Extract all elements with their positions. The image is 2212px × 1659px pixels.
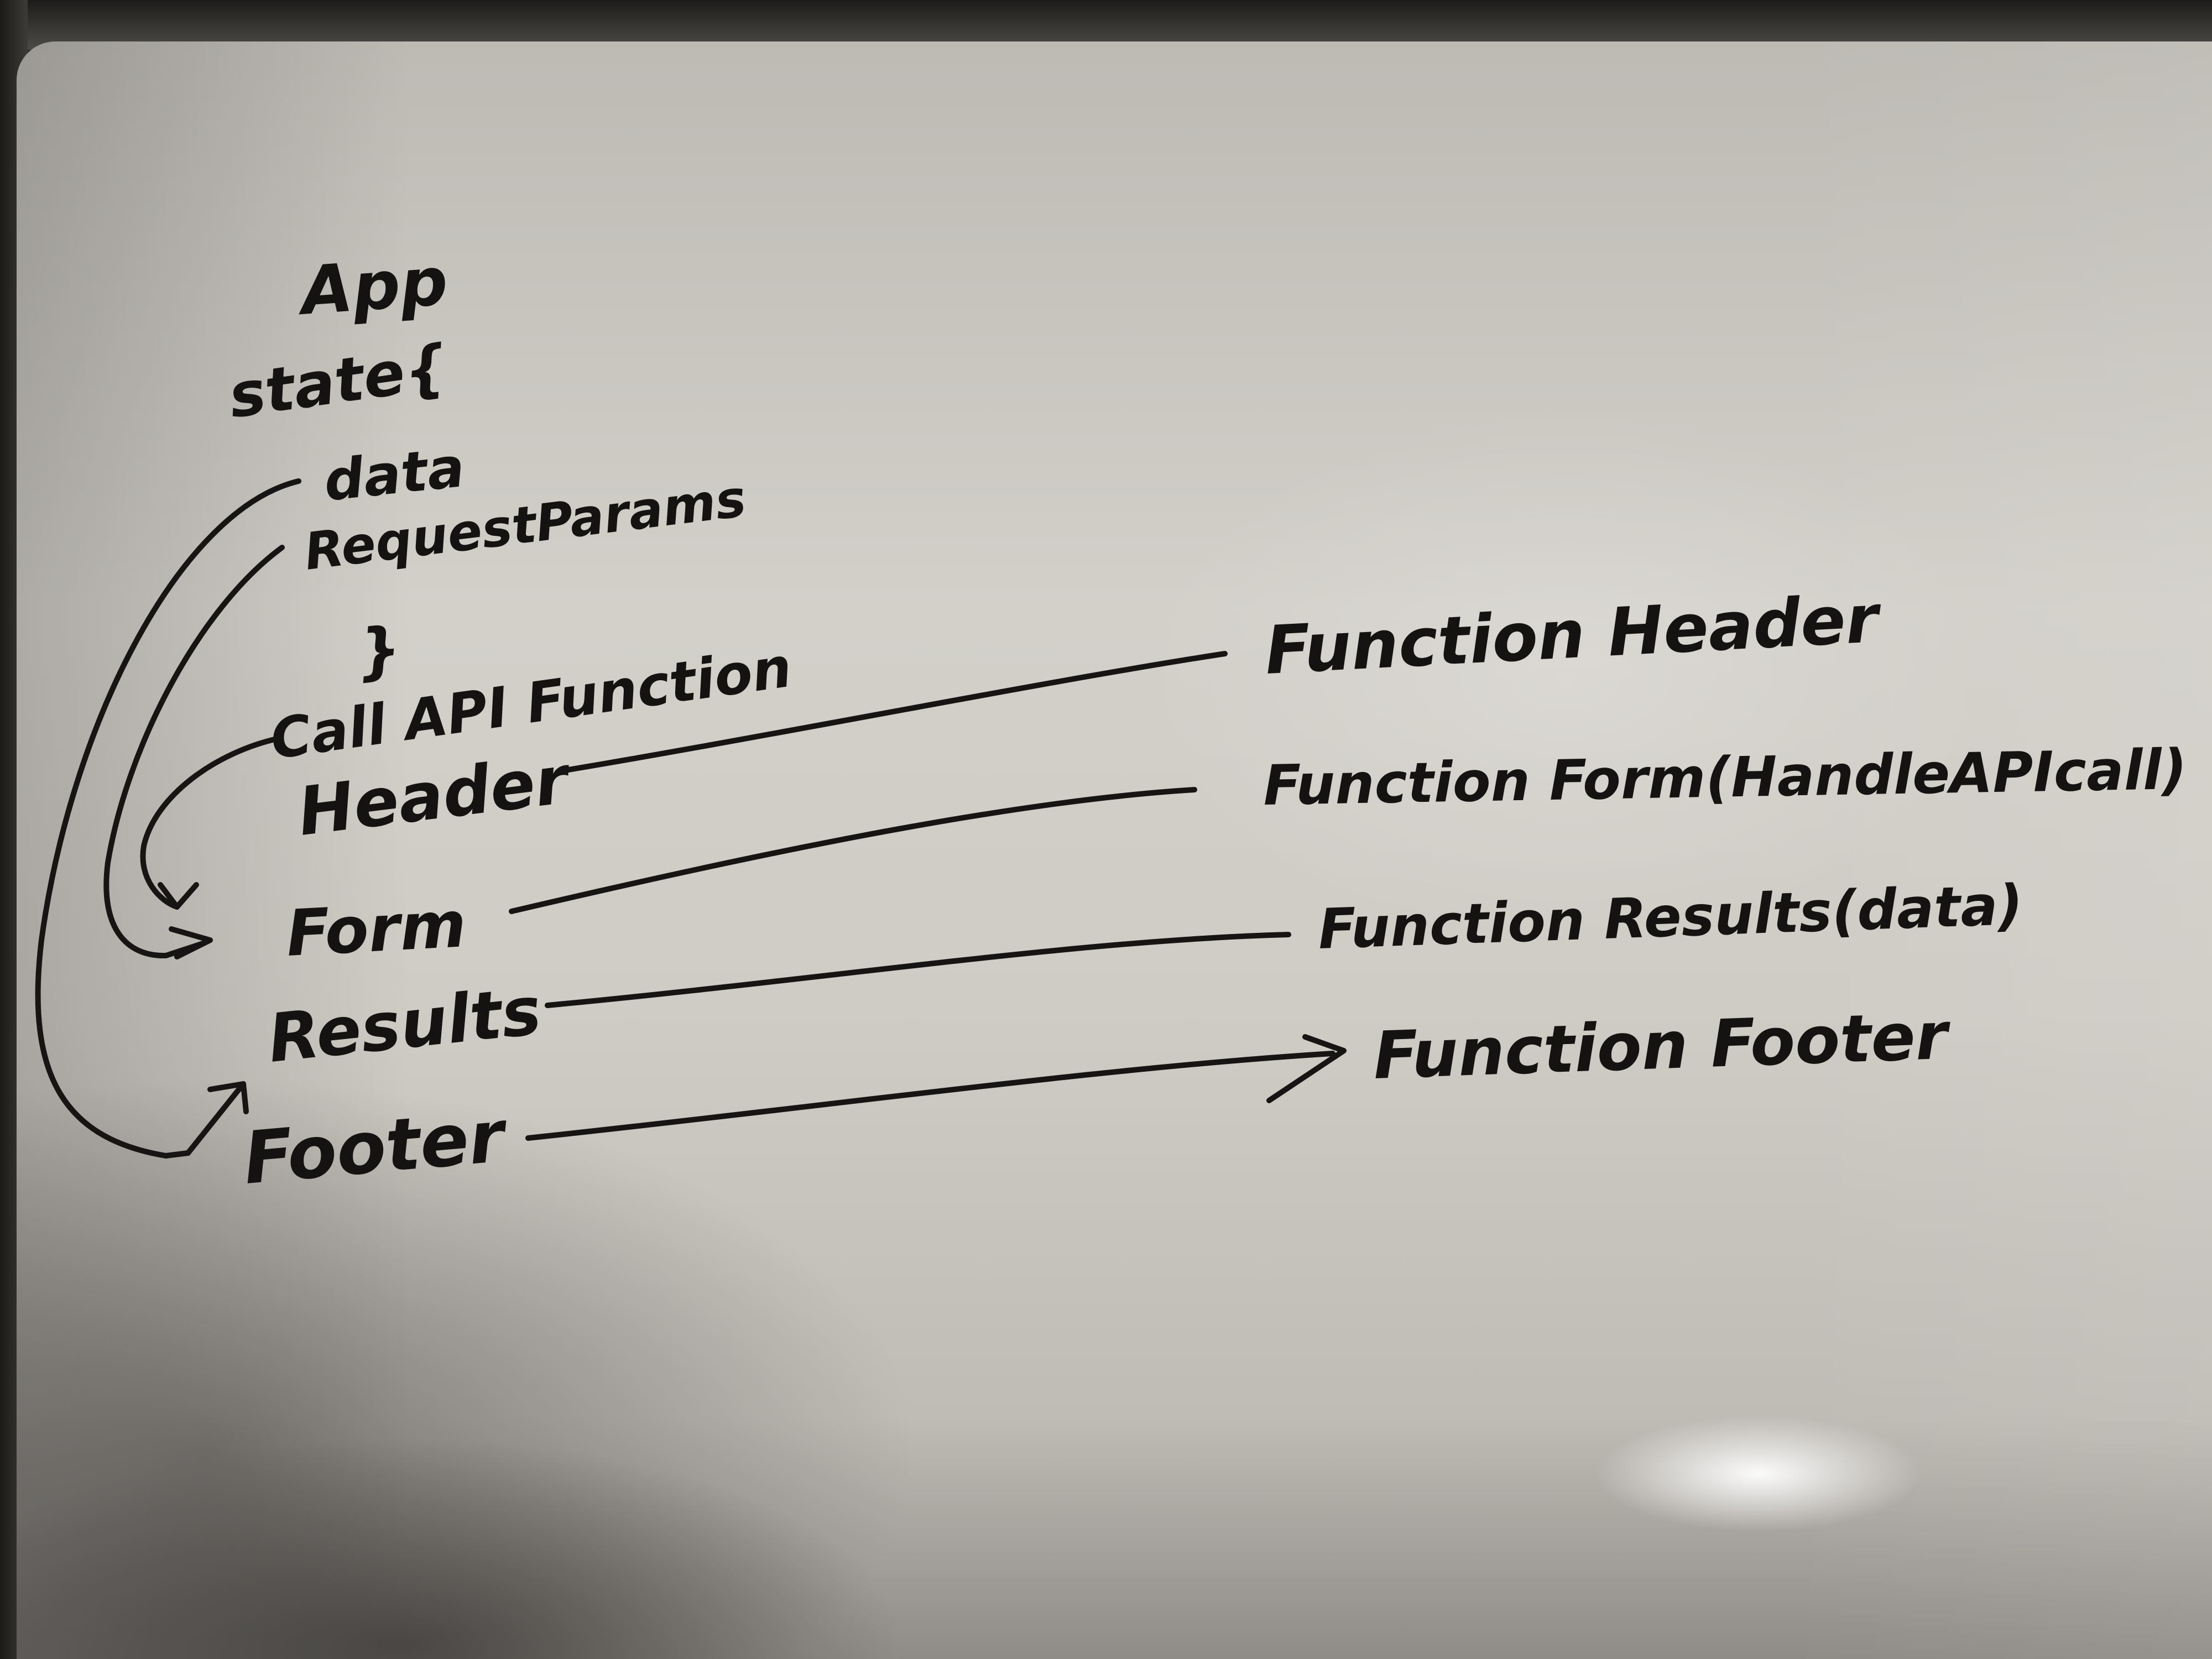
whiteboard-surface: [17, 41, 2212, 1659]
function-footer-label: Function Footer: [1372, 998, 1952, 1094]
component-footer: Footer: [240, 1094, 511, 1201]
function-form-label: Function Form(HandleAPIcall): [1262, 737, 2187, 818]
component-form: Form: [284, 888, 468, 971]
requestparams-to-form-arrowhead: [169, 926, 213, 959]
connector-footer-line: [525, 1051, 1335, 1141]
app-title: App: [294, 243, 450, 331]
function-to-form-arrow: [140, 735, 282, 910]
connector-form-line: [509, 787, 1197, 914]
connector-footer-arrowhead: [1266, 1034, 1347, 1103]
function-header-label: Function Header: [1263, 581, 1884, 690]
state-close-brace: }: [353, 613, 404, 687]
state-item-data: data: [321, 435, 467, 514]
state-open-label: state{: [225, 331, 452, 432]
requestparams-to-form-arrow: [103, 545, 285, 959]
function-results-label: Function Results(data): [1317, 873, 2024, 962]
connector-header-line: [556, 651, 1228, 774]
connector-results-line: [545, 932, 1291, 1008]
component-results: Results: [265, 973, 545, 1078]
data-to-footer-arrowhead: [185, 1081, 249, 1156]
function-to-form-arrowhead: [158, 882, 199, 910]
data-to-footer-arrow: [35, 478, 301, 1159]
